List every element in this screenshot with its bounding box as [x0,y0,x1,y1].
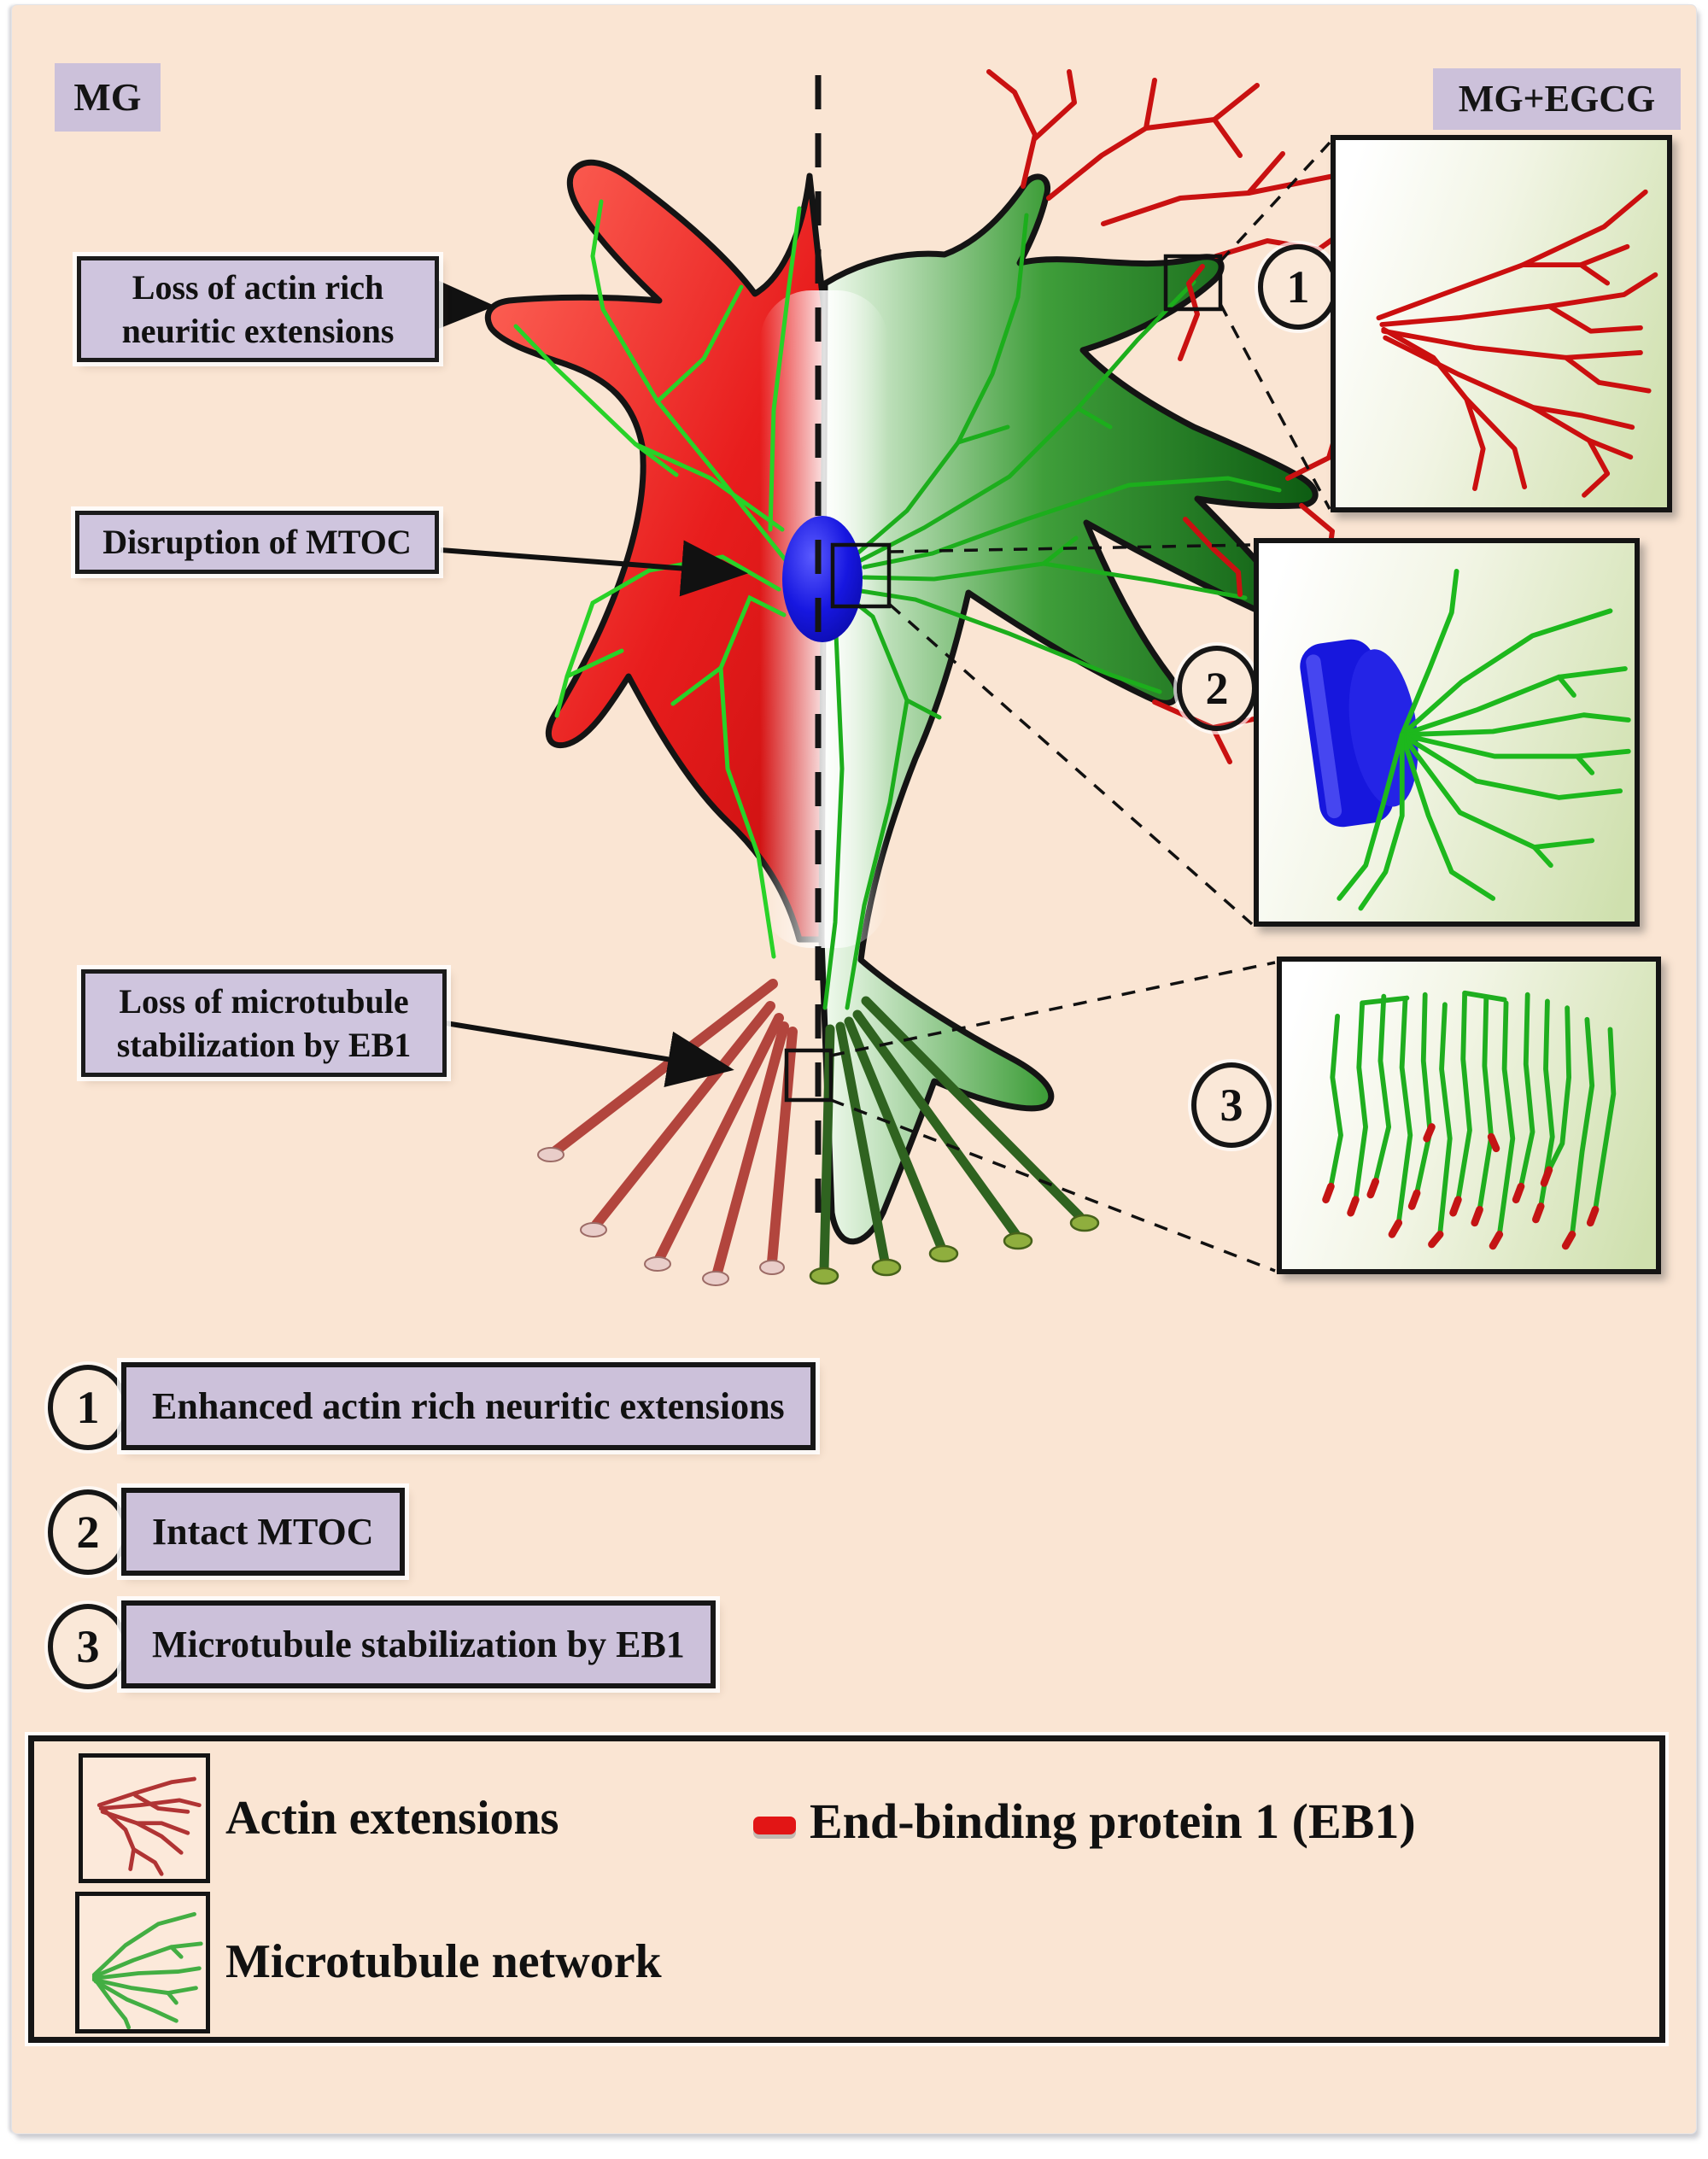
legend-eb1-label: End-binding protein 1 (EB1) [810,1793,1416,1849]
finding-label-2: Intact MTOC [121,1488,405,1576]
legend-box: Actin extensions Microtubule network End… [28,1735,1665,2043]
inset-number-2: 2 [1177,646,1257,731]
inset-number-3: 3 [1191,1062,1272,1148]
inset-panel-2 [1254,538,1640,927]
condition-label-mg-egcg: MG+EGCG [1433,68,1681,130]
microtubule-network-icon [75,1892,210,2033]
finding-label-1: Enhanced actin rich neuritic extensions [121,1362,816,1450]
inset-panel-1 [1331,135,1672,512]
finding-number-1: 1 [48,1365,128,1450]
inset-number-1: 1 [1258,244,1338,330]
callout-loss-actin: Loss of actin rich neuritic extensions [77,256,439,362]
callout-disruption-mtoc: Disruption of MTOC [75,511,439,574]
legend-actin-label: Actin extensions [225,1792,559,1845]
eb1-stabilized-microtubules-drawing [1322,990,1617,1250]
finding-number-2: 2 [48,1489,128,1575]
mtoc-drawing [1300,568,1631,911]
finding-label-3: Microtubule stabilization by EB1 [121,1600,716,1688]
condition-label-mg: MG [55,63,161,132]
eb1-dash-icon [753,1817,796,1834]
legend-microtubule-label: Microtubule network [225,1935,662,1988]
actin-fan-drawing [1376,189,1658,498]
actin-extensions-icon [79,1753,210,1883]
callout-loss-stabilization: Loss of microtubule stabilization by EB1 [81,969,447,1077]
inset-panel-3 [1277,957,1661,1274]
finding-number-3: 3 [48,1604,128,1689]
